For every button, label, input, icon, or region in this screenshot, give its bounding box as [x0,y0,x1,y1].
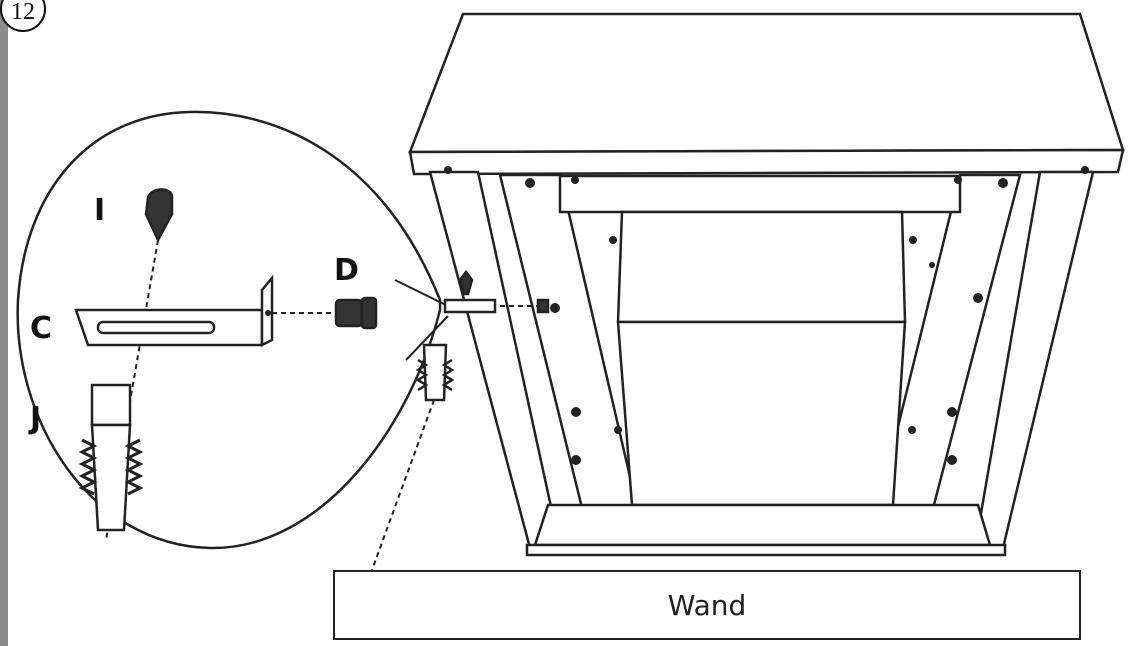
callout-pointer-lower [405,315,449,361]
cabinet-shelf-lower [616,320,907,507]
cabinet-illustration [408,12,1125,557]
cabinet-top-edge [408,148,1125,176]
part-label-j: J [30,401,42,436]
part-label-d: D [334,253,359,288]
wall-block: Wand [333,570,1081,640]
cabinet-base-front [533,503,992,547]
cabinet-screw-heads [444,166,1089,465]
detail-bracket-c [74,274,274,348]
callout-pointer [394,279,449,307]
part-label-c: C [30,311,53,346]
wall-label: Wand [667,588,747,622]
step-number: 12 [11,0,35,25]
installed-bracket [443,269,550,314]
installed-wall-plug [371,343,455,571]
cabinet-base-bottom [525,543,1007,557]
cabinet-back-panel [558,174,962,214]
cabinet-shelf-upper [616,210,907,324]
step-number-badge: 12 [0,0,46,32]
detail-bolt-d [272,296,378,330]
page-margin-bar [0,0,8,646]
part-label-i: I [94,193,106,228]
cabinet-top-panel [408,12,1125,154]
detail-wall-plug-j [78,383,144,532]
